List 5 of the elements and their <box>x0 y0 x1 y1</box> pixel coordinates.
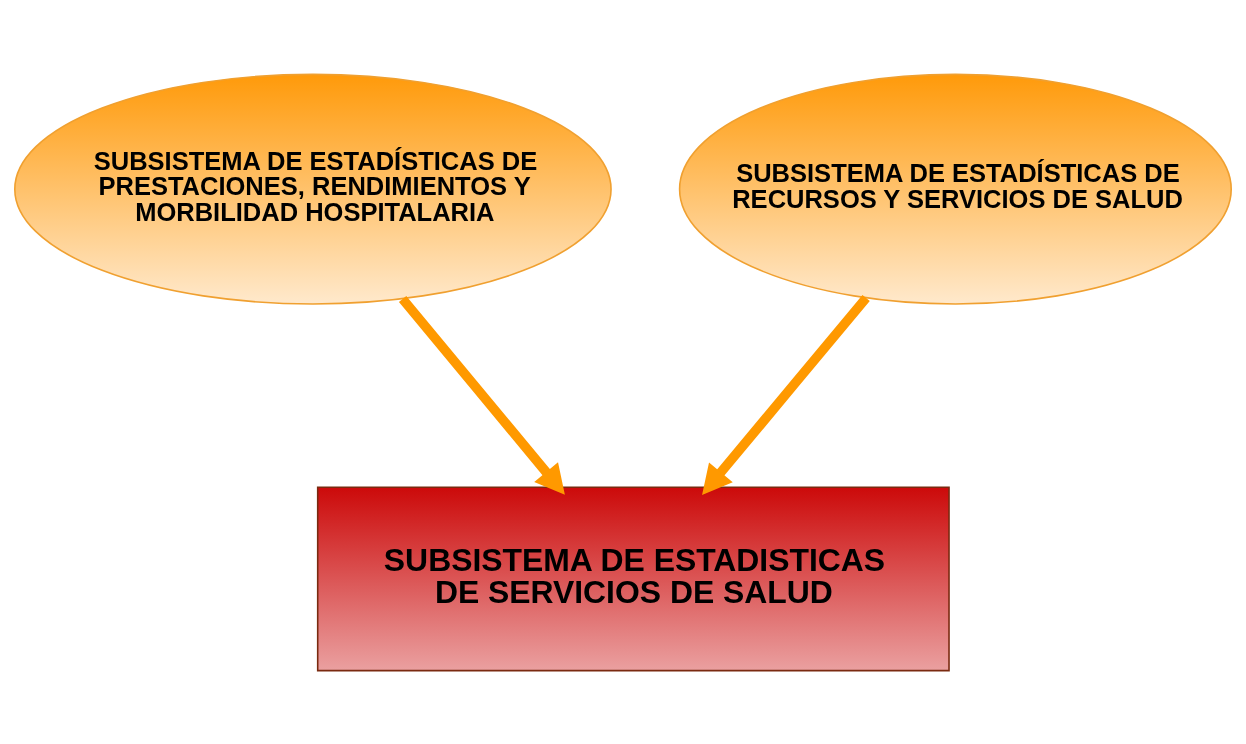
arrow <box>702 294 870 495</box>
node-box: SUBSISTEMA DE ESTADISTICAS DE SERVICIOS DE SALUD <box>316 486 950 671</box>
node-ellipse: SUBSISTEMA DE ESTADÍSTICAS DE RECURSOS Y SERVICIOS DE SALUD <box>678 73 1232 305</box>
node-ellipse: SUBSISTEMA DE ESTADÍSTICAS DE PRESTACIONES, RENDIMIENTOS Y MORBILIDAD HOSPITALARIA <box>14 73 612 305</box>
arrow <box>398 295 565 495</box>
